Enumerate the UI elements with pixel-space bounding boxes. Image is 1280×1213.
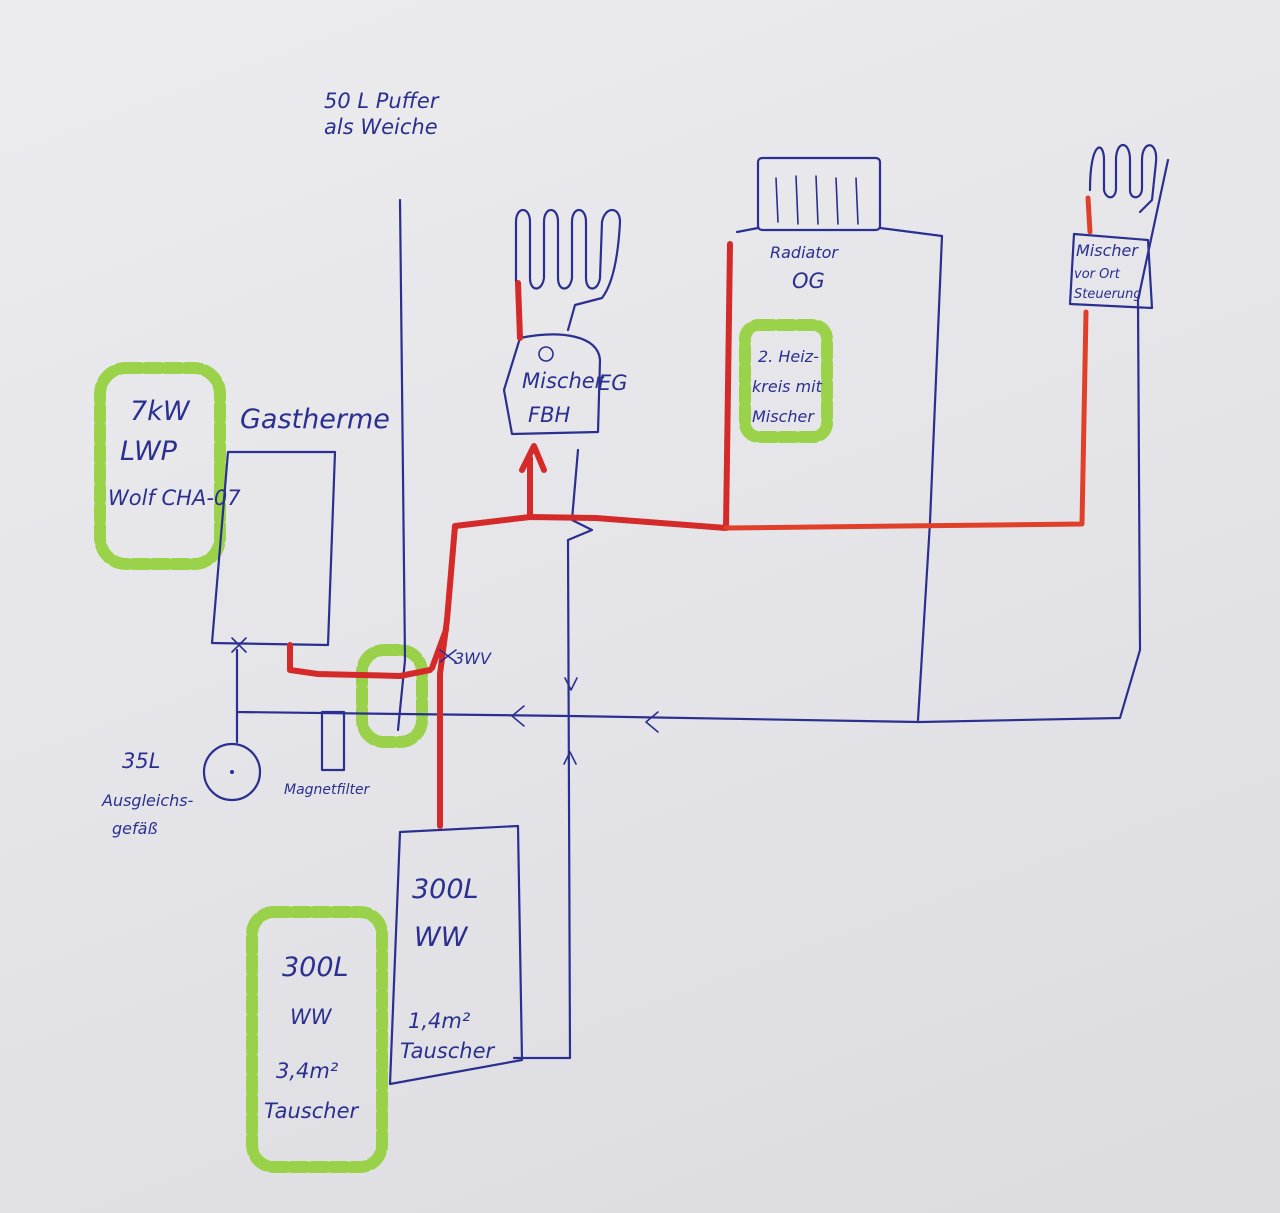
radiator-return-line [735, 226, 944, 722]
heatpump-highlight [94, 362, 226, 570]
buffer-line [396, 198, 407, 732]
expansion-vessel-dot [230, 770, 234, 774]
expansion-label-1: 35L [122, 749, 160, 773]
expansion-label-2: Ausgleichs- [101, 791, 194, 810]
heatpump-model-label: Wolf CHA-07 [108, 486, 241, 510]
mixer-fbh-icon [538, 346, 554, 362]
remote-coil-supply-line [1085, 195, 1093, 235]
new-tank-volume-label: 300L [282, 952, 349, 983]
floor-heating-coil-icon [514, 208, 622, 332]
gasboiler-label: Gastherme [240, 404, 390, 435]
radiator-supply-line [723, 241, 733, 531]
return-line-tank [512, 448, 594, 1060]
three-way-valve-label: 3WV [454, 649, 492, 668]
tank-volume-label: 300L [412, 874, 479, 905]
mixer-fbh-sublabel: FBH [528, 403, 570, 427]
expansion-vessel-icon [202, 742, 262, 802]
return-arrow-3 [564, 677, 578, 691]
new-tank-ww-label: WW [290, 1005, 333, 1029]
magnetfilter-label: Magnetfilter [284, 782, 371, 798]
return-arrow-1 [511, 705, 525, 727]
remote-floor-coil-icon [1088, 143, 1158, 214]
buffer-highlight [356, 644, 428, 748]
mixer-local-label-1: Mischer [1076, 241, 1139, 260]
new-tank-exchanger-area-label: 3,4m² [276, 1059, 339, 1083]
mixer-local-label-2: vor Ort [1074, 267, 1121, 282]
boiler-valve-icon [231, 637, 247, 653]
mixer-local-box [1068, 232, 1154, 310]
tank-ww-label: WW [414, 922, 469, 953]
heatpump-power-label: 7kW [130, 396, 191, 427]
return-main-line [235, 158, 1170, 724]
supply-main-line [437, 514, 729, 829]
remote-supply-line [723, 309, 1089, 531]
mixer-fbh-box [502, 333, 602, 436]
boiler-supply-line [287, 642, 433, 679]
fbh-supply-arrow [519, 443, 547, 473]
new-tank-exchanger-label: Tauscher [264, 1099, 360, 1123]
mixer-fbh-label: Mischer [522, 369, 605, 393]
radiator-fins-icon [775, 175, 859, 225]
puffer-sublabel: als Weiche [324, 115, 438, 139]
circuit2-highlight [739, 319, 833, 443]
circuit2-label-3: Mischer [752, 407, 815, 426]
heatpump-type-label: LWP [120, 436, 178, 467]
tank-exchanger-label: Tauscher [400, 1039, 496, 1063]
circuit2-label-1: 2. Heiz- [758, 347, 819, 366]
three-way-valve-icon [439, 649, 457, 663]
radiator-floor-label: OG [792, 269, 825, 293]
circuit2-label-2: kreis mit [752, 377, 823, 396]
expansion-label-3: gefäß [112, 819, 158, 838]
gasboiler-box [210, 450, 337, 647]
magnetfilter-icon [320, 710, 346, 772]
boiler-to-valve-line [429, 627, 449, 671]
radiator-label: Radiator [770, 243, 839, 262]
tank-exchanger-area-label: 1,4m² [408, 1009, 471, 1033]
return-arrow-4 [563, 751, 577, 765]
puffer-label: 50 L Puffer [324, 89, 440, 113]
fbh-coil-supply-line [515, 280, 523, 341]
floor-eg-label: EG [598, 371, 628, 395]
tank-box [388, 824, 524, 1086]
mixer-local-label-3: Steuerung [1074, 287, 1142, 302]
radiator-icon [756, 156, 882, 232]
return-arrow-2 [645, 711, 659, 733]
new-tank-highlight [246, 906, 388, 1173]
